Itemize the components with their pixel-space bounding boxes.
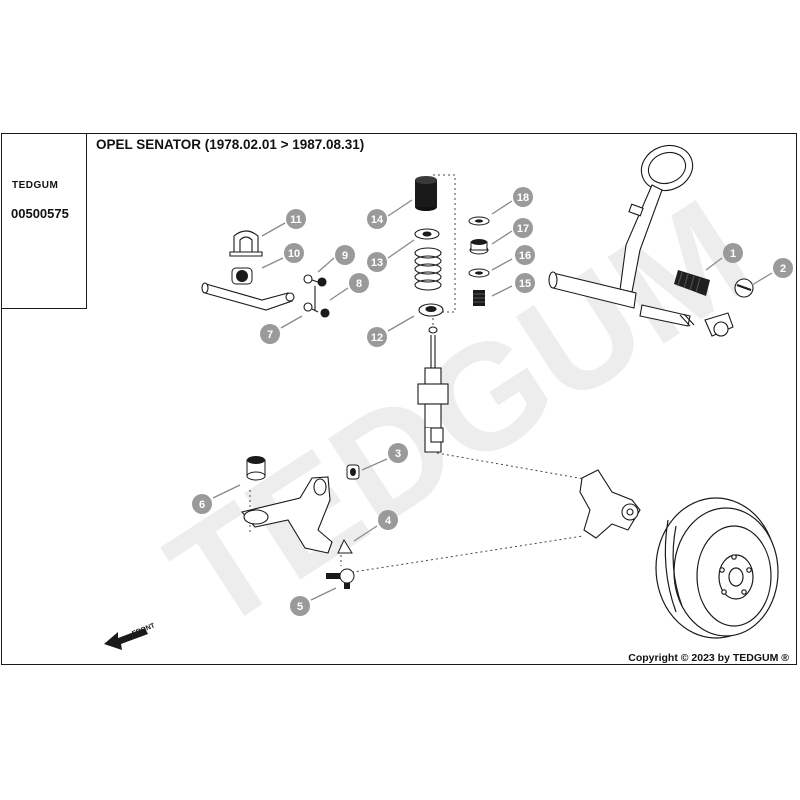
callout-16: 16 (515, 245, 535, 265)
callout-11: 11 (286, 209, 306, 229)
mount-stack (468, 216, 490, 306)
callout-4: 4 (378, 510, 398, 530)
control-arm (240, 476, 333, 554)
svg-text:8: 8 (356, 278, 362, 290)
svg-text:7: 7 (267, 329, 273, 341)
steering-knuckle (579, 469, 641, 539)
callout-1: 1 (723, 243, 743, 263)
dust-cover (415, 176, 437, 211)
stabilizer-link (303, 274, 330, 318)
diagram-frame (1, 133, 797, 665)
shock-absorber (417, 326, 449, 453)
svg-text:1: 1 (730, 248, 736, 260)
brand-panel (1, 133, 87, 309)
callout-6: 6 (192, 494, 212, 514)
callout-9: 9 (335, 245, 355, 265)
callout-2: 2 (773, 258, 793, 278)
svg-text:4: 4 (385, 515, 392, 527)
arm-bush-small (346, 464, 360, 480)
spring-seat-bottom (418, 303, 444, 317)
callout-12: 12 (367, 327, 387, 347)
brand-name: TEDGUM (12, 180, 59, 191)
svg-text:16: 16 (519, 250, 531, 262)
svg-text:11: 11 (290, 214, 302, 226)
page-title: OPEL SENATOR (1978.02.01 > 1987.08.31) (96, 137, 365, 152)
callout-15: 15 (515, 273, 535, 293)
callout-18: 18 (513, 187, 533, 207)
part-number: 00500575 (11, 206, 69, 221)
stabilizer-bush (231, 267, 253, 285)
callout-leaders (212, 199, 773, 601)
end-cap (734, 278, 754, 298)
callout-3: 3 (388, 443, 408, 463)
steering-assembly (548, 144, 734, 337)
svg-text:14: 14 (371, 214, 384, 226)
callout-7: 7 (260, 324, 280, 344)
anti-roll-bar (201, 282, 295, 311)
svg-text:6: 6 (199, 499, 205, 511)
stabilizer-clamp (229, 230, 263, 257)
callout-8: 8 (349, 273, 369, 293)
copyright-notice: Copyright © 2023 by TEDGUM ® (628, 652, 789, 664)
svg-text:5: 5 (297, 601, 303, 613)
callout-17: 17 (513, 218, 533, 238)
svg-text:13: 13 (371, 257, 383, 269)
callout-5: 5 (290, 596, 310, 616)
ball-joint-boot (337, 538, 353, 554)
spring-seat-top (414, 228, 440, 240)
svg-text:18: 18 (517, 192, 529, 204)
coil-spring (414, 247, 442, 291)
callout-10: 10 (284, 243, 304, 263)
callout-14: 14 (367, 209, 387, 229)
svg-text:2: 2 (780, 263, 786, 275)
svg-text:10: 10 (288, 248, 300, 260)
svg-text:3: 3 (395, 448, 401, 460)
svg-text:12: 12 (371, 332, 383, 344)
svg-text:15: 15 (519, 278, 531, 290)
wheel (655, 497, 779, 639)
bellows-boot (674, 270, 710, 296)
arm-bush-large (246, 456, 266, 481)
ball-joint (326, 568, 355, 589)
svg-text:17: 17 (517, 223, 529, 235)
svg-text:9: 9 (342, 250, 348, 262)
callout-13: 13 (367, 252, 387, 272)
